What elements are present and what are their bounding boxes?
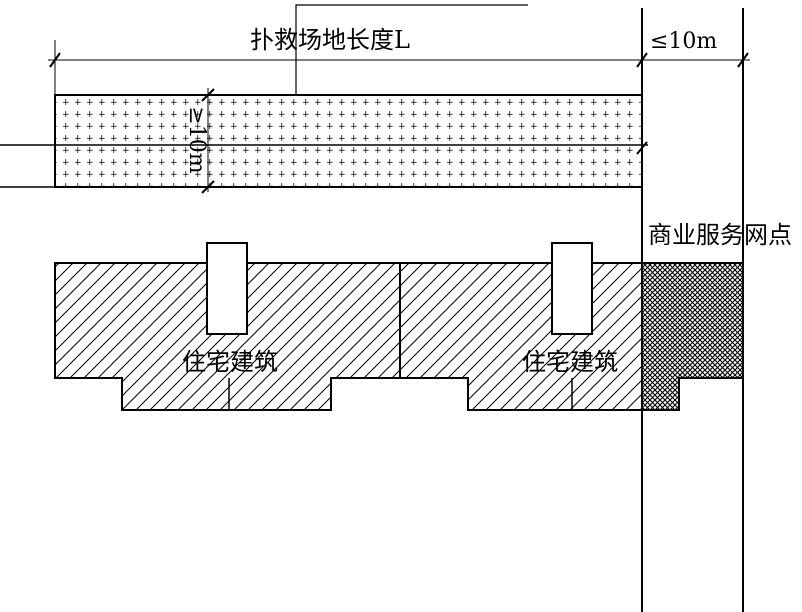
min-width-label: ≥10m <box>184 106 209 173</box>
residential-label-1: 住宅建筑 <box>182 348 278 376</box>
commercial-service-outlet <box>641 262 744 411</box>
rescue-length-label: 扑救场地长度L <box>250 26 410 54</box>
stair-core-2 <box>551 242 593 335</box>
dimension-tick <box>201 180 215 194</box>
dimension-tick <box>201 88 215 102</box>
dimension-tick <box>49 52 61 68</box>
stair-core-1 <box>206 242 248 335</box>
dimension-tick <box>636 141 648 155</box>
rescue-site-area <box>54 94 643 188</box>
residential-label-2: 住宅建筑 <box>522 348 618 376</box>
dimension-tick <box>737 52 749 68</box>
commercial-label: 商业服务网点 <box>648 221 792 249</box>
dimension-tick <box>636 52 648 68</box>
max-distance-label: ≤10m <box>650 29 717 54</box>
residential-building-2 <box>399 262 643 411</box>
